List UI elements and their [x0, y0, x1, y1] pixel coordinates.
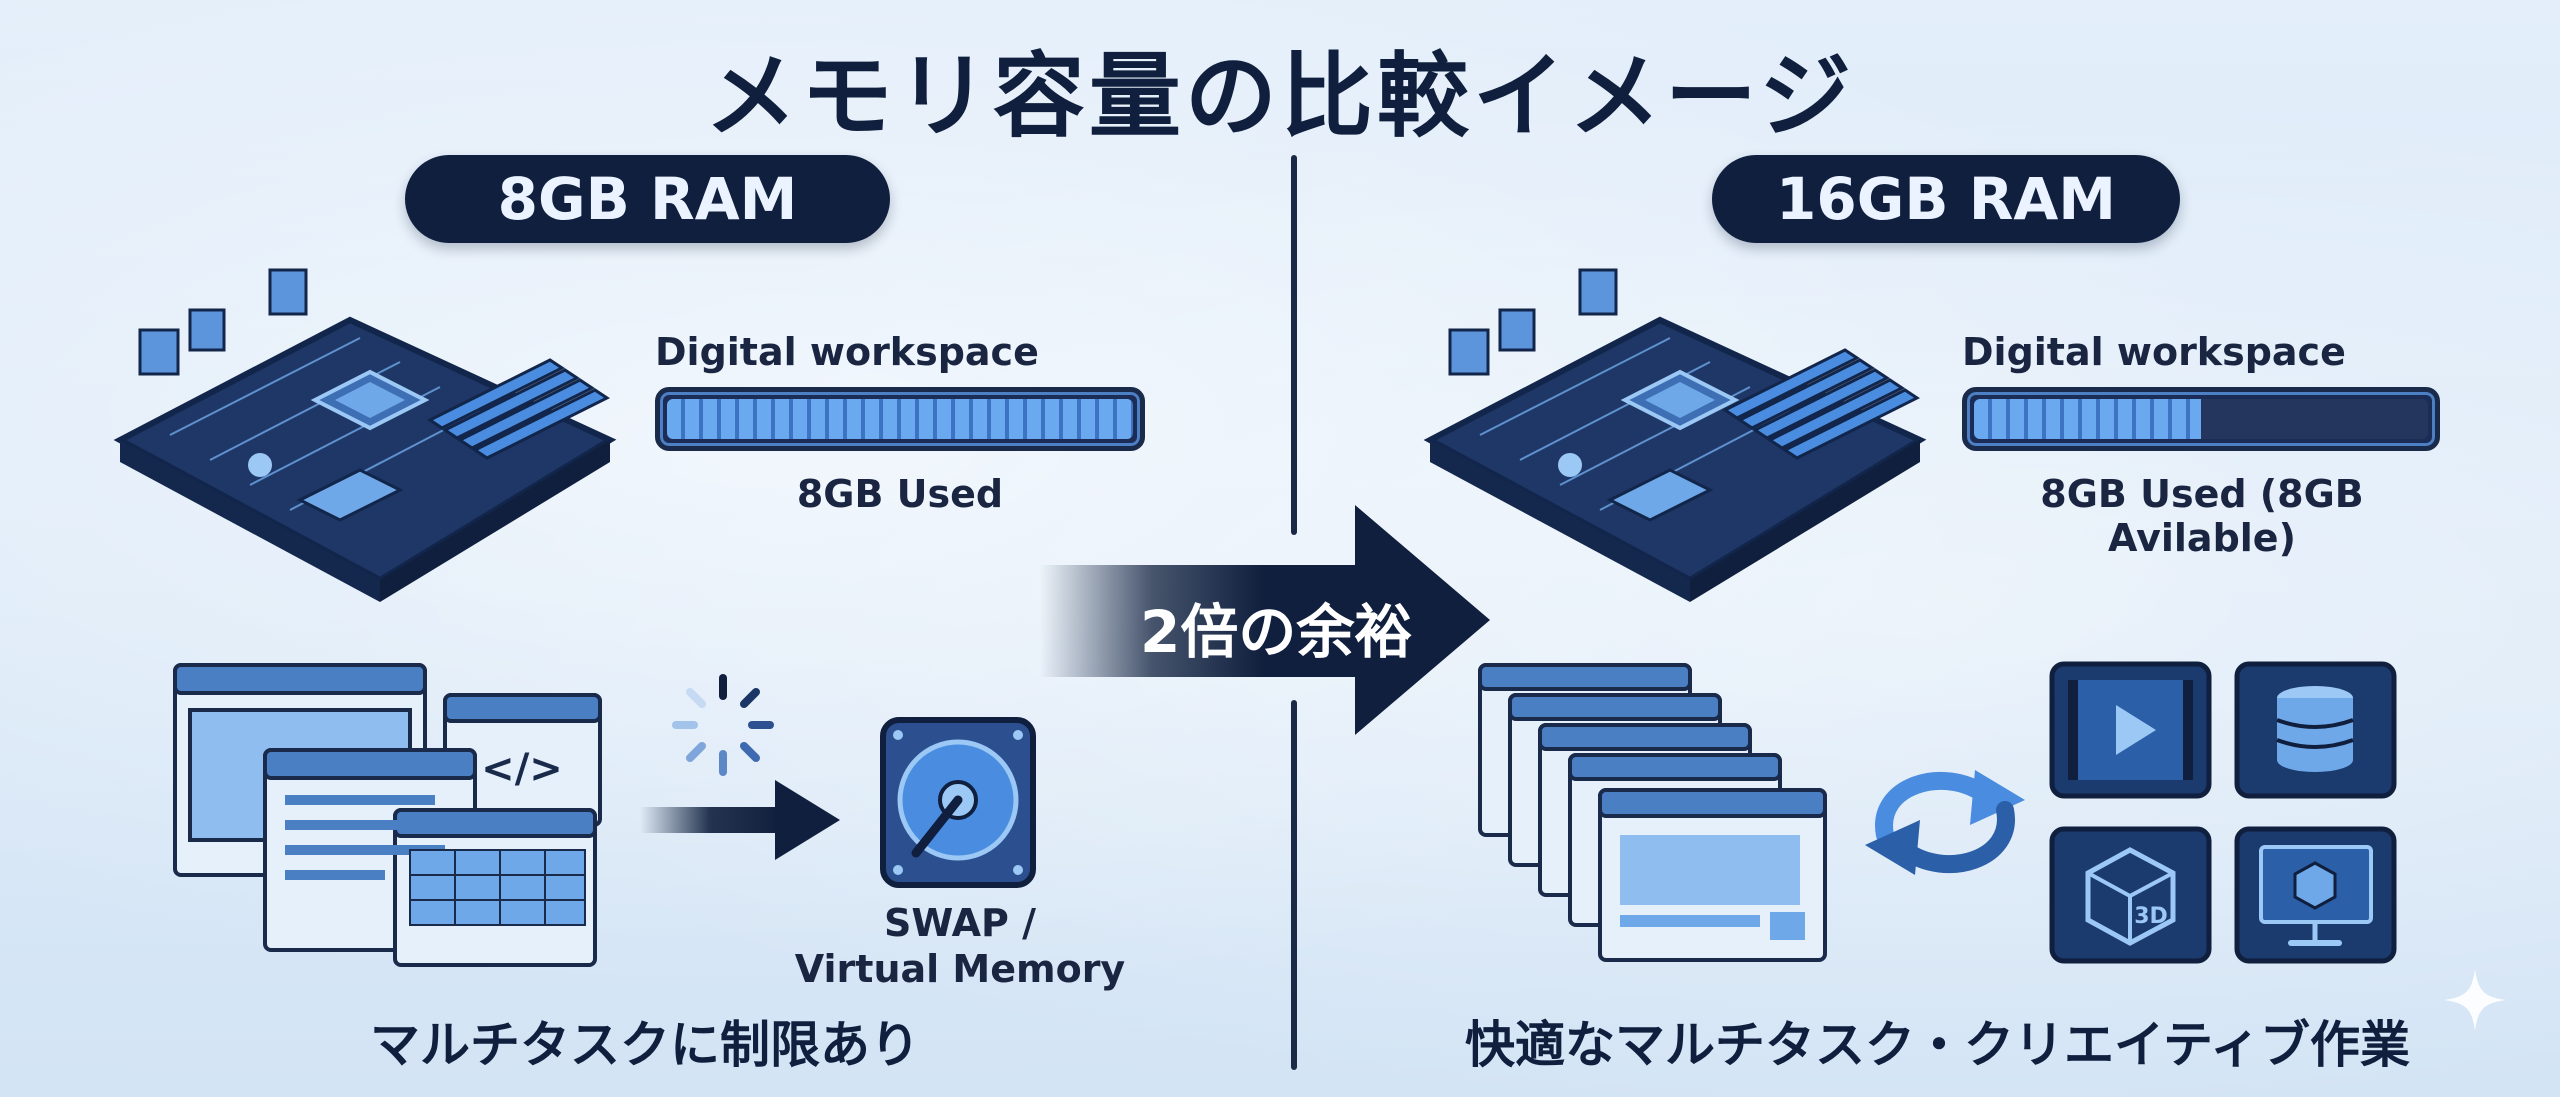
right-motherboard-icon [1423, 268, 1927, 602]
right-usage-text: 8GB Used (8GB Avilable) [2040, 472, 2364, 560]
swap-label-line2: Virtual Memory [794, 947, 1126, 991]
creative-app-icons: 3D [2048, 660, 2398, 970]
right-workspace-bar [1962, 387, 2440, 451]
right-workspace-label: Digital workspace [1962, 330, 2346, 374]
sparkle-icon [2444, 969, 2506, 1031]
hard-drive-icon [880, 717, 1036, 888]
left-browser-windows-icon: </> [173, 663, 602, 967]
loading-spinner-icon [672, 674, 774, 776]
monitor-3d-icon [2234, 826, 2397, 964]
swap-label: SWAP / Virtual Memory [790, 900, 1130, 992]
center-divider-top [1291, 155, 1297, 535]
double-capacity-label: 2倍の余裕 [1140, 598, 1413, 666]
video-play-icon [2049, 661, 2212, 799]
database-icon [2234, 661, 2397, 799]
right-caption: 快適なマルチタスク・クリエイティブ作業 [1465, 1016, 2410, 1074]
svg-text:</>: </> [481, 746, 563, 792]
double-capacity-arrow-icon [1040, 505, 1490, 735]
sync-cycle-icon [1865, 770, 2025, 875]
left-caption: マルチタスクに制限あり [370, 1016, 920, 1074]
stacked-browser-windows-icon [1478, 663, 1827, 962]
3d-cube-icon: 3D [2049, 826, 2212, 964]
center-divider-bottom [1291, 700, 1297, 1070]
left-workspace-bar [655, 387, 1145, 451]
left-ram-badge: 8GB RAM [405, 155, 890, 243]
left-motherboard-icon [113, 268, 617, 602]
svg-text:3D: 3D [2134, 904, 2168, 929]
right-ram-badge: 16GB RAM [1712, 155, 2180, 243]
left-workspace-label: Digital workspace [655, 330, 1039, 374]
page-title: メモリ容量の比較イメージ [704, 43, 1856, 150]
swap-arrow-icon [640, 780, 840, 860]
left-usage-fill [667, 399, 1133, 439]
left-usage-text: 8GB Used [796, 472, 1004, 516]
right-usage-fill [1974, 399, 2201, 439]
swap-label-line1: SWAP / [884, 901, 1036, 945]
